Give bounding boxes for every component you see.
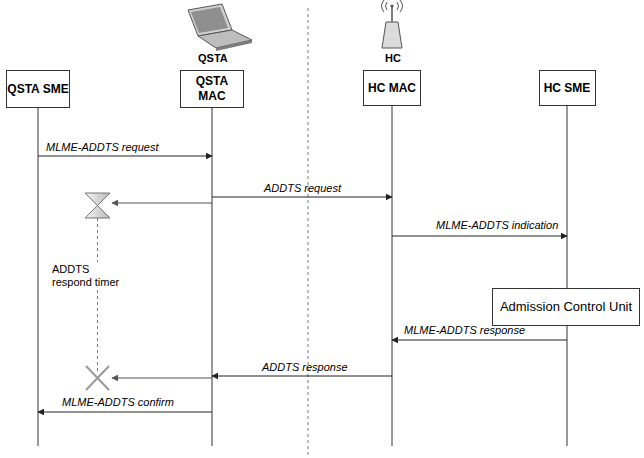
box-label: HC MAC [368, 81, 416, 96]
lifeline [392, 106, 393, 446]
laptop-icon [188, 4, 252, 51]
access-point-icon [382, 0, 403, 48]
box-label: QSTA SME [7, 82, 68, 97]
box-label: HC SME [544, 81, 591, 96]
timer-start-symbol [85, 193, 110, 218]
timer-label: ADDTS respond timer [52, 262, 122, 290]
message-label: MLME-ADDTS indication [436, 219, 558, 231]
box-label: Admission Control Unit [500, 299, 632, 315]
entity-box: QSTA SME [6, 70, 70, 108]
timer-line [97, 218, 98, 372]
lifeline [567, 106, 568, 446]
box-label: QSTA MAC [181, 74, 243, 104]
message-label: MLME-ADDTS response [404, 324, 525, 336]
message-label: ADDTS request [264, 182, 341, 194]
message-arrow [212, 376, 392, 377]
lifeline [212, 108, 213, 446]
message-label: MLME-ADDTS request [46, 141, 158, 153]
message-label: ADDTS response [262, 361, 348, 373]
timer-start-arrow [112, 203, 212, 204]
icon-caption: QSTA [198, 52, 228, 64]
icon-caption: HC [385, 52, 401, 64]
divider-line [308, 8, 309, 458]
control-unit-box: Admission Control Unit [492, 288, 640, 326]
message-arrow [212, 197, 392, 198]
lifeline [38, 108, 39, 446]
message-arrow [392, 236, 567, 237]
timer-stop-arrow [112, 378, 212, 379]
message-label: MLME-ADDTS confirm [62, 396, 174, 408]
entity-box: HC MAC [363, 70, 421, 106]
message-arrow [38, 412, 212, 413]
message-arrow [392, 340, 567, 341]
message-arrow [38, 156, 212, 157]
timer-stop-symbol [86, 366, 109, 390]
entity-box: HC SME [539, 70, 596, 106]
entity-box: QSTA MAC [180, 70, 244, 108]
